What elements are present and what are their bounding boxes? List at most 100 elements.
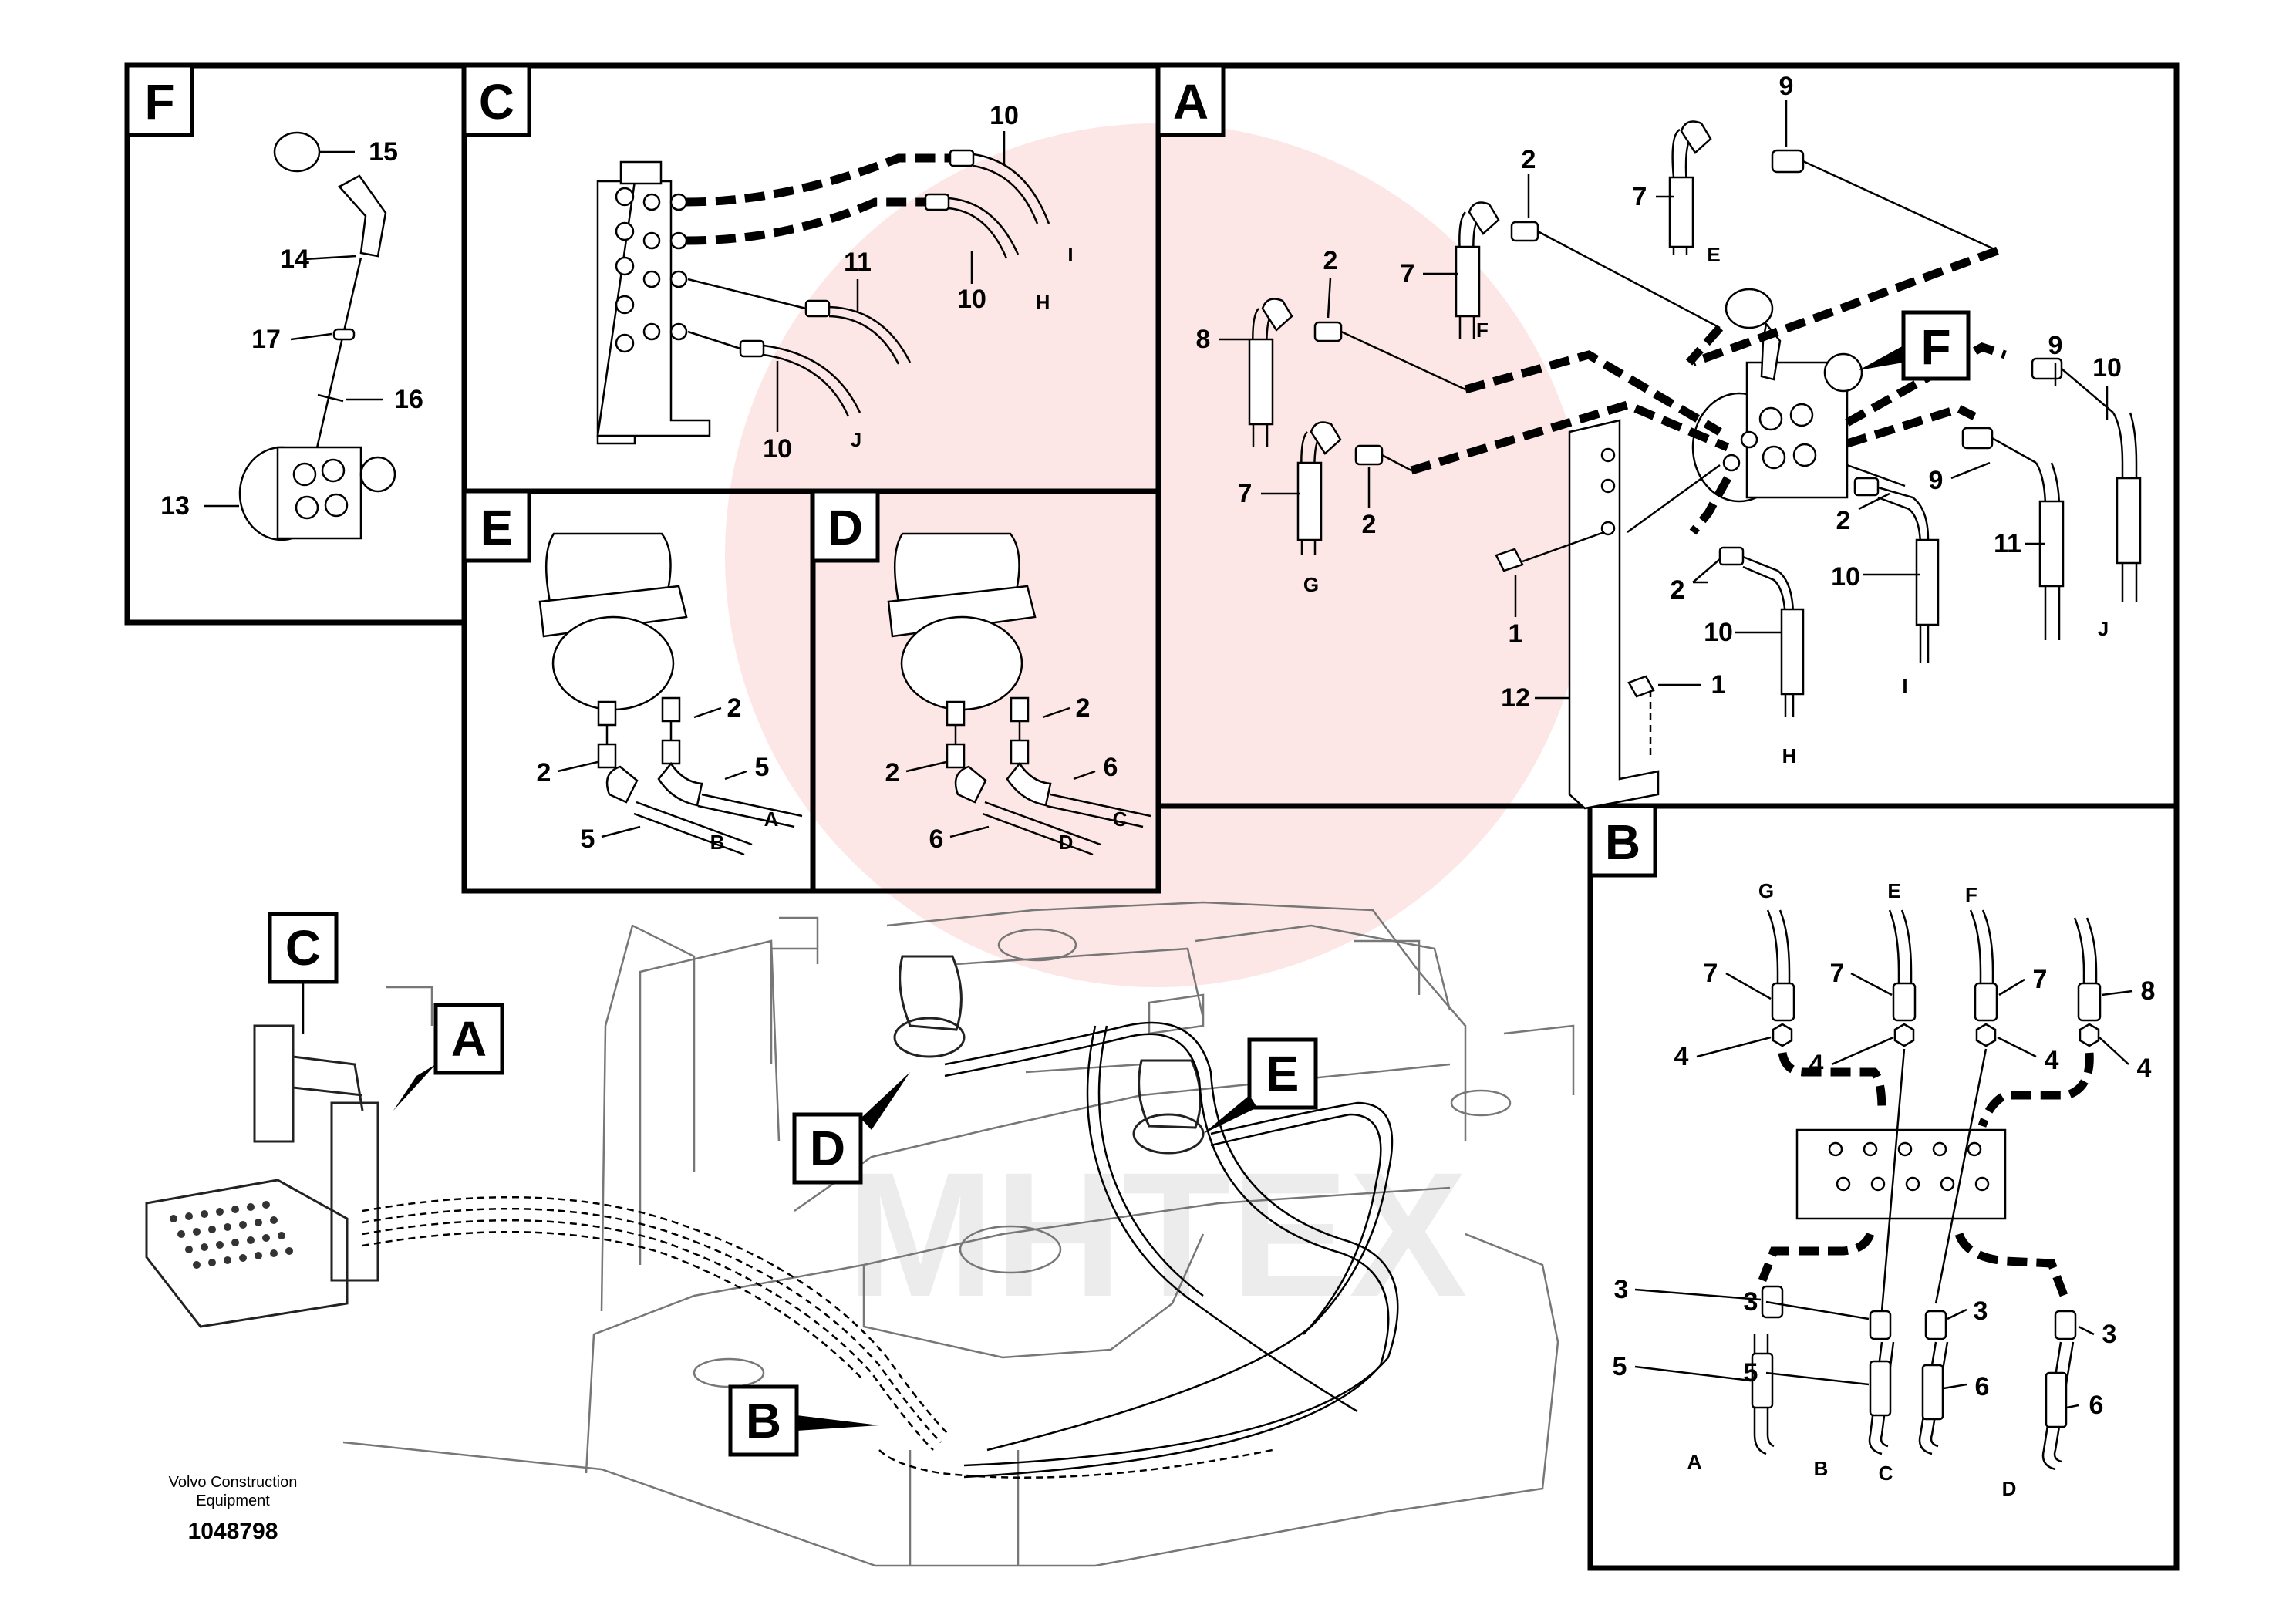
footer-company-line1: Volvo Construction (169, 1474, 298, 1491)
panel-a-callout-7-g: 7 (1238, 479, 1253, 508)
panel-e-callout-5-left: 5 (581, 824, 595, 854)
panel-b-frame (1587, 803, 2180, 1571)
overview-tag-e: E (1203, 1037, 1318, 1134)
panel-a-callout-7-e: 7 (1633, 182, 1647, 211)
panel-a-tag-label: A (1173, 74, 1209, 130)
panel-e-callout-5-right: 5 (755, 753, 770, 782)
panel-e-end-a: A (764, 808, 779, 831)
panel-a-callout-11: 11 (1994, 529, 2021, 558)
panel-a-callout-10-right: 10 (2092, 353, 2122, 383)
panel-c-end-i: I (1067, 243, 1073, 266)
panel-d-callout-6-left: 6 (929, 824, 944, 854)
panel-b-callout-3-c: 3 (1974, 1297, 1988, 1326)
panel-b-end-b: B (1814, 1457, 1829, 1480)
overview-tag-b-label: B (746, 1393, 781, 1448)
panel-c-tag: C (462, 63, 531, 137)
overview-tag-c-label: C (285, 920, 321, 976)
panel-d-callout-2-left: 2 (885, 758, 900, 787)
panel-b-callout-7-e: 7 (1830, 959, 1845, 988)
panel-d-frame (810, 488, 1161, 894)
panel-c-callout-10-top: 10 (990, 101, 1019, 130)
panel-d-tag-label: D (828, 500, 863, 555)
panel-f-callout-14: 14 (280, 244, 309, 274)
panel-e-callout-2-right: 2 (727, 693, 742, 723)
panel-c-callout-10-mid: 10 (957, 285, 986, 314)
panel-b-callout-6-d: 6 (2089, 1391, 2104, 1420)
panel-d-tag: D (811, 489, 880, 563)
panel-a-callout-2-lower: 2 (1362, 510, 1377, 539)
panel-b-callout-3-b: 3 (1744, 1287, 1758, 1317)
panel-a-callout-7-f: 7 (1401, 259, 1415, 288)
panel-b-end-a: A (1687, 1450, 1702, 1473)
panel-a-callout-9-right: 9 (2048, 331, 2063, 360)
panel-c-end-j: J (851, 428, 861, 451)
panel-a-callout-2-bottom: 2 (1671, 575, 1685, 605)
overview-tag-c: C (268, 912, 339, 1034)
panel-f-callout-15: 15 (369, 137, 398, 167)
overview-tag-a: A (393, 1003, 504, 1111)
panel-a-callout-2-lower-right: 2 (1671, 575, 1685, 605)
panel-b-tag-label: B (1605, 814, 1640, 870)
panel-f-tag: F (125, 63, 194, 137)
panel-b-callout-8: 8 (2141, 976, 2156, 1006)
panel-a-callout-2-right: 2 (1836, 506, 1851, 535)
panel-a-callout-9-top: 9 (1779, 72, 1794, 101)
panel-a-callout-9-mid: 9 (1929, 466, 1944, 495)
panel-a-callout-2-top: 2 (1522, 145, 1536, 174)
panel-d-callout-6-right: 6 (1104, 753, 1118, 782)
panel-b-drawing: G E F 7 7 7 8 4 4 4 4 3 3 3 3 5 5 6 6 A … (1613, 879, 2156, 1500)
panel-e-end-b: B (710, 831, 725, 854)
footer: Volvo Construction Equipment 1048798 (169, 1474, 298, 1544)
panel-a-end-e: E (1707, 243, 1720, 266)
panel-a-tag: A (1156, 63, 1226, 137)
panel-e-drawing: 2 2 5 5 A B (537, 532, 803, 856)
overview-tag-b: B (728, 1384, 879, 1457)
panel-b-end-g: G (1758, 879, 1774, 902)
panel-c-callout-10-bottom: 10 (763, 434, 792, 464)
panel-f-tag-label: F (144, 74, 174, 130)
panel-b-callout-6-c: 6 (1975, 1372, 1990, 1401)
panel-d-callout-2-right: 2 (1076, 693, 1091, 723)
panel-d-end-d: D (1059, 831, 1074, 854)
overview-machine (145, 901, 1575, 1567)
panel-a-callout-10-bottom: 10 (1704, 618, 1733, 647)
panel-f-callout-13: 13 (160, 491, 190, 521)
panel-a-end-g: G (1303, 573, 1319, 596)
panel-a-callout-8: 8 (1196, 325, 1211, 354)
panel-d-drawing: 2 2 6 6 C D (885, 532, 1151, 856)
panel-a-callout-10-mid: 10 (1831, 562, 1860, 592)
watermark-text: MHTEX (847, 1135, 1468, 1334)
panel-b-callout-3-a: 3 (1614, 1275, 1629, 1304)
panel-a-callout-1-right: 1 (1711, 670, 1726, 700)
panel-c-drawing: 10 10 11 10 I H J (596, 101, 1074, 464)
panel-b-end-f: F (1965, 883, 1977, 906)
footer-part-number: 1048798 (188, 1519, 278, 1544)
panel-a-end-f: F (1476, 319, 1489, 342)
panel-b-callout-7-g: 7 (1704, 959, 1718, 988)
overview-tag-d: D (792, 1072, 910, 1185)
panel-b-callout-4-a: 4 (1674, 1042, 1689, 1071)
panel-a-end-j: J (2098, 617, 2109, 640)
panel-a-subtag-pointer (1859, 346, 1903, 370)
panel-e-tag: E (462, 489, 531, 563)
panel-f-callout-17: 17 (251, 325, 281, 354)
panel-a-callout-12: 12 (1501, 683, 1530, 713)
panel-e-callout-2-left: 2 (537, 758, 551, 787)
footer-company-line2: Equipment (196, 1492, 270, 1509)
panel-b-callout-5-a: 5 (1613, 1352, 1627, 1381)
panel-b-end-d: D (2002, 1477, 2017, 1500)
panel-c-end-h: H (1036, 291, 1050, 314)
panel-b-callout-4-c: 4 (2045, 1046, 2059, 1075)
panel-f-drawing: 15 14 17 16 13 (160, 131, 423, 541)
panel-a-end-i: I (1902, 675, 1907, 698)
panel-c-callout-11: 11 (844, 248, 872, 277)
panel-b-callout-4-b: 4 (1809, 1050, 1824, 1079)
panel-e-tag-label: E (480, 500, 514, 555)
panel-c-tag-label: C (479, 74, 514, 130)
panel-a-callout-2-upper: 2 (1323, 246, 1338, 275)
panel-f-callout-16: 16 (394, 385, 423, 414)
overview-step-holes (170, 1201, 293, 1269)
overview-tag-e-label: E (1266, 1046, 1300, 1101)
overview-tag-a-label: A (451, 1011, 487, 1067)
